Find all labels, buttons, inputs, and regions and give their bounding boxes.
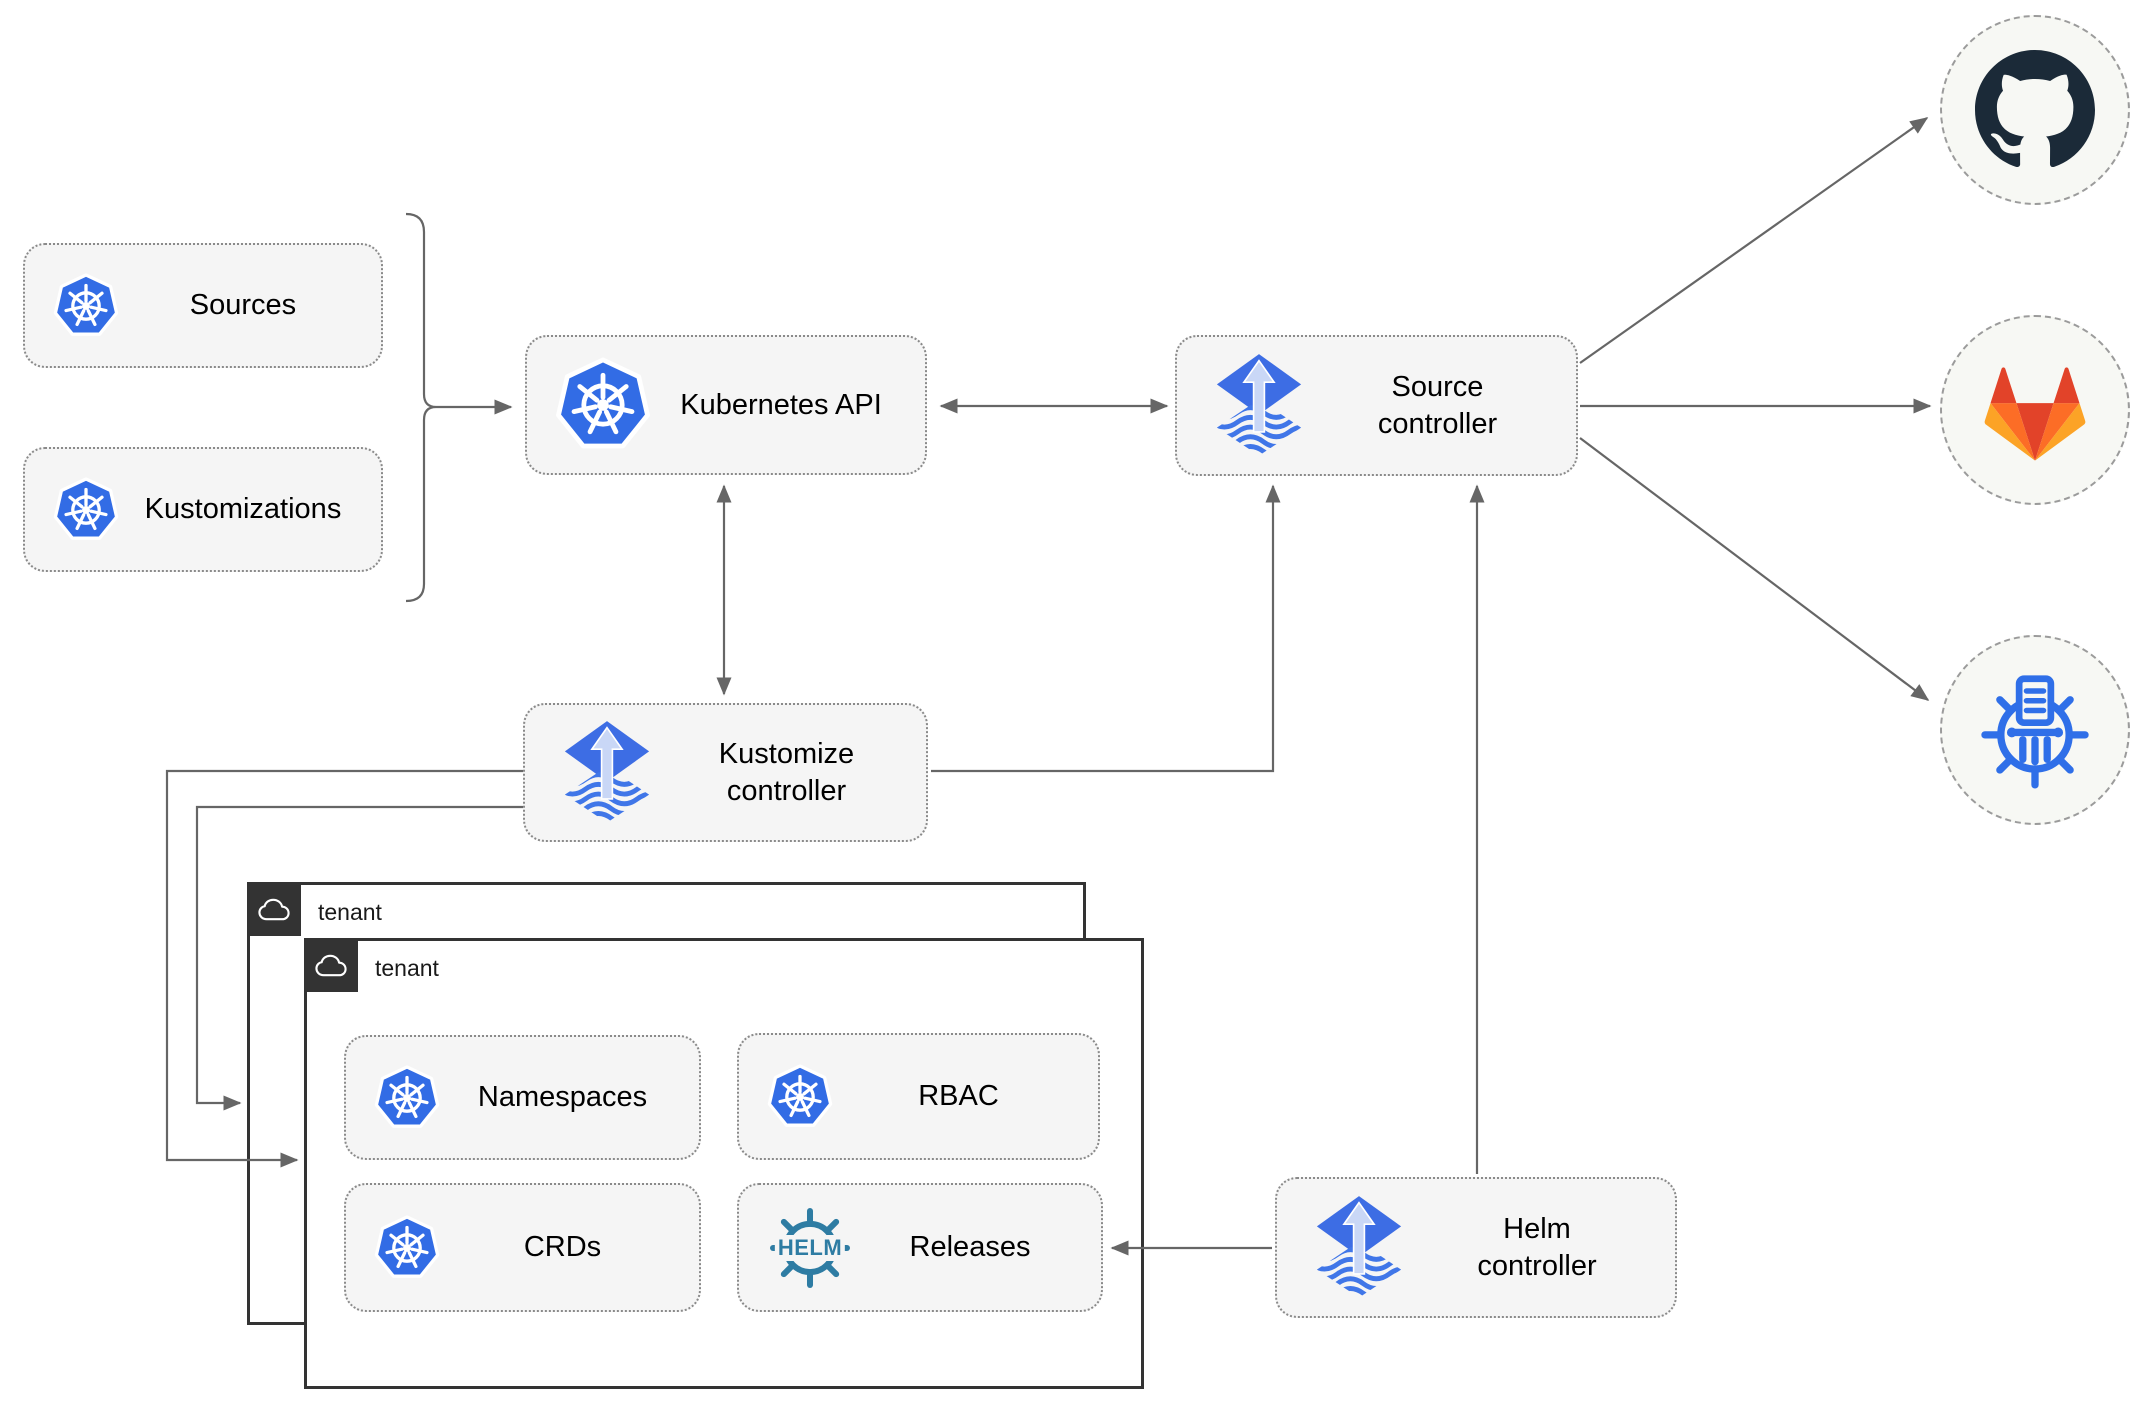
node-source-controller: Source controller (1175, 335, 1578, 476)
node-label: CRDs (523, 1231, 602, 1264)
node-kustomize-controller: Kustomize controller (523, 703, 928, 842)
node-kubernetes-api: Kubernetes API (525, 335, 927, 475)
node-crds: CRDs (344, 1183, 701, 1312)
external-chartmuseum (1940, 635, 2130, 825)
node-rbac: RBAC (737, 1033, 1100, 1160)
cloud-icon (247, 882, 301, 936)
node-label: Namespaces (477, 1081, 648, 1114)
chartmuseum-icon (1974, 669, 2096, 791)
flux-icon (1205, 352, 1313, 460)
kubernetes-icon (53, 477, 119, 543)
kubernetes-icon (374, 1065, 440, 1131)
node-label: Helm controller (1477, 1213, 1597, 1282)
kubernetes-icon (555, 357, 651, 453)
cloud-icon (304, 938, 358, 992)
node-label: Kustomize controller (718, 738, 855, 807)
node-label: Releases (909, 1231, 1031, 1264)
edge-kustomize-to-source (931, 484, 1281, 773)
tenant-inner-container: tenant (304, 938, 1144, 1389)
kubernetes-icon (53, 273, 119, 339)
node-sources: Sources (23, 243, 383, 368)
flux-icon (1305, 1194, 1413, 1302)
kubernetes-icon (767, 1064, 833, 1130)
node-label: Kubernetes API (680, 388, 882, 421)
kubernetes-icon (374, 1215, 440, 1281)
node-label: RBAC (918, 1080, 999, 1113)
node-releases: HELM Releases (737, 1183, 1103, 1312)
node-label: Sources (189, 289, 297, 322)
node-helm-controller: Helm controller (1275, 1177, 1677, 1318)
node-kustomizations: Kustomizations (23, 447, 383, 572)
edge-source-to-chartmuseum (1579, 437, 1930, 701)
node-namespaces: Namespaces (344, 1035, 701, 1160)
edge-source-to-github (1579, 117, 1929, 364)
brace-connector (405, 212, 437, 603)
external-gitlab (1940, 315, 2130, 505)
tenant-label: tenant (375, 955, 439, 981)
tenant-label: tenant (318, 899, 382, 925)
helm-icon: HELM (767, 1205, 853, 1291)
external-github (1940, 15, 2130, 205)
helm-logo-text: HELM (774, 1234, 846, 1261)
node-label: Kustomizations (144, 493, 342, 526)
node-label: Source controller (1377, 371, 1498, 440)
gitlab-icon (1979, 356, 2091, 465)
flux-icon (553, 719, 661, 827)
github-icon (1975, 50, 2095, 170)
